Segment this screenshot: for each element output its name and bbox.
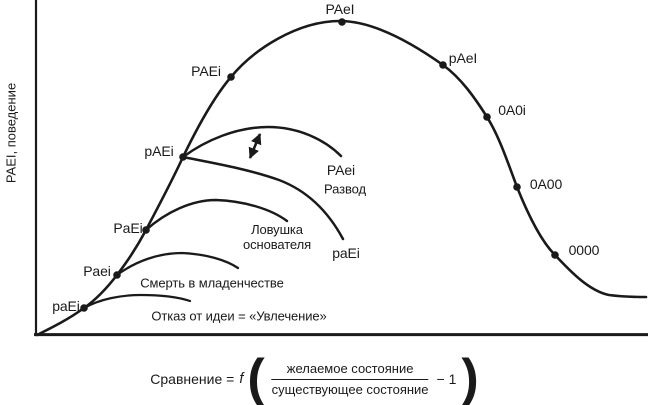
- divorce-label: Развод: [324, 181, 366, 197]
- formula-close-paren: ): [461, 349, 479, 405]
- stage-dot: [179, 153, 187, 161]
- affair-curve: [82, 293, 192, 310]
- stage-dot: [483, 113, 491, 121]
- stage-dot: [80, 304, 88, 312]
- formula-lhs: Сравнение =: [150, 371, 235, 387]
- affair-label: Отказ от идеи = «Увлечение»: [151, 308, 327, 324]
- formula-fraction: желаемое состояние существующее состояни…: [271, 361, 429, 397]
- formula-tail: − 1: [436, 371, 457, 387]
- stage-dot: [551, 251, 559, 259]
- infant-death-curve: [115, 251, 240, 277]
- stage-label-0A00: 0A00: [529, 175, 563, 192]
- stage-label-pAeI: pAeI: [448, 49, 478, 66]
- comparison-formula: Сравнение = f ( желаемое состояние сущес…: [150, 349, 479, 405]
- formula-open-paren: (: [247, 349, 265, 405]
- stage-label-0000: 0000: [568, 241, 600, 258]
- double-arrow-icon: [248, 133, 262, 159]
- infant-death-label: Смерть в младенчестве: [140, 275, 284, 291]
- formula-function-symbol: f: [239, 371, 244, 387]
- divorce-upper-curve: [181, 125, 343, 159]
- stage-label-PAEi: PAEi: [191, 62, 221, 79]
- stage-label-0A0i: 0A0i: [498, 101, 526, 118]
- stage-label-PAeI: PAeI: [325, 0, 355, 17]
- formula-denominator: существующее состояние: [271, 382, 429, 397]
- stage-dot: [227, 73, 235, 81]
- stage-label-PaEi: PaEi: [113, 219, 143, 236]
- divorce-lower-curve: [181, 155, 345, 241]
- stage-dot: [439, 61, 447, 69]
- divorce-branch-code-label: PAei: [326, 161, 356, 178]
- stage-label-pAEi: pAEi: [144, 142, 174, 159]
- founders-trap-curve: [144, 198, 289, 232]
- stage-dot: [513, 183, 521, 191]
- stage-dot: [113, 271, 121, 279]
- founders-trap-label: Ловушка основателя: [242, 222, 312, 252]
- divorce-branch-end-code-label: paEi: [332, 244, 360, 261]
- y-axis-label: PAEI, поведение: [3, 82, 19, 184]
- formula-numerator: желаемое состояние: [271, 361, 429, 380]
- stage-dots: [80, 18, 559, 312]
- stage-dot: [142, 226, 150, 234]
- stage-label-Paei: Paei: [83, 262, 111, 279]
- stage-label-paEi: paEi: [52, 297, 80, 314]
- stage-dot: [338, 18, 346, 26]
